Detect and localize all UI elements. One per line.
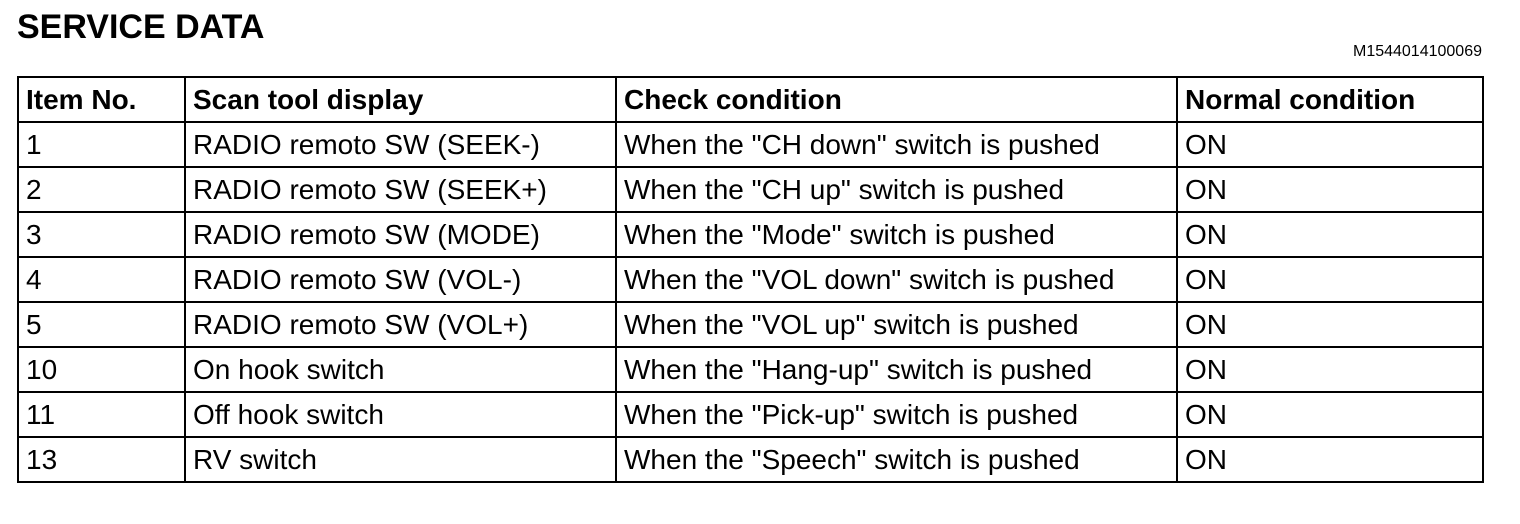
normal-condition-cell: ON	[1176, 346, 1484, 393]
item-no-cell: 11	[17, 391, 186, 438]
scan-tool-display-cell: RADIO remoto SW (SEEK-)	[184, 121, 617, 168]
normal-condition-cell: ON	[1176, 256, 1484, 303]
scan-tool-display-cell: RADIO remoto SW (MODE)	[184, 211, 617, 258]
scan-tool-display-cell: Off hook switch	[184, 391, 617, 438]
scan-tool-display-cell: RADIO remoto SW (VOL-)	[184, 256, 617, 303]
item-no-cell: 10	[17, 346, 186, 393]
table-header-row: Item No. Scan tool display Check conditi…	[17, 76, 1484, 123]
table-row: 3 RADIO remoto SW (MODE) When the "Mode"…	[17, 211, 1484, 258]
item-no-cell: 3	[17, 211, 186, 258]
table-row: 2 RADIO remoto SW (SEEK+) When the "CH u…	[17, 166, 1484, 213]
check-condition-cell: When the "VOL up" switch is pushed	[615, 301, 1178, 348]
check-condition-cell: When the "Hang-up" switch is pushed	[615, 346, 1178, 393]
check-condition-cell: When the "CH up" switch is pushed	[615, 166, 1178, 213]
check-condition-cell: When the "VOL down" switch is pushed	[615, 256, 1178, 303]
column-header-item-no: Item No.	[17, 76, 186, 123]
table-row: 10 On hook switch When the "Hang-up" swi…	[17, 346, 1484, 393]
normal-condition-cell: ON	[1176, 391, 1484, 438]
column-header-check-condition: Check condition	[615, 76, 1178, 123]
normal-condition-cell: ON	[1176, 301, 1484, 348]
normal-condition-cell: ON	[1176, 436, 1484, 483]
scan-tool-display-cell: RADIO remoto SW (VOL+)	[184, 301, 617, 348]
item-no-cell: 5	[17, 301, 186, 348]
normal-condition-cell: ON	[1176, 211, 1484, 258]
page-title: SERVICE DATA	[17, 8, 265, 46]
item-no-cell: 4	[17, 256, 186, 303]
service-data-table: Item No. Scan tool display Check conditi…	[17, 76, 1484, 483]
normal-condition-cell: ON	[1176, 166, 1484, 213]
normal-condition-cell: ON	[1176, 121, 1484, 168]
table-row: 1 RADIO remoto SW (SEEK-) When the "CH d…	[17, 121, 1484, 168]
table-row: 5 RADIO remoto SW (VOL+) When the "VOL u…	[17, 301, 1484, 348]
document-code: M1544014100069	[1352, 43, 1482, 60]
column-header-normal-condition: Normal condition	[1176, 76, 1484, 123]
scan-tool-display-cell: RV switch	[184, 436, 617, 483]
check-condition-cell: When the "Pick-up" switch is pushed	[615, 391, 1178, 438]
check-condition-cell: When the "Mode" switch is pushed	[615, 211, 1178, 258]
table-row: 4 RADIO remoto SW (VOL-) When the "VOL d…	[17, 256, 1484, 303]
check-condition-cell: When the "CH down" switch is pushed	[615, 121, 1178, 168]
scan-tool-display-cell: RADIO remoto SW (SEEK+)	[184, 166, 617, 213]
check-condition-cell: When the "Speech" switch is pushed	[615, 436, 1178, 483]
table-row: 11 Off hook switch When the "Pick-up" sw…	[17, 391, 1484, 438]
item-no-cell: 13	[17, 436, 186, 483]
table-row: 13 RV switch When the "Speech" switch is…	[17, 436, 1484, 483]
scan-tool-display-cell: On hook switch	[184, 346, 617, 393]
column-header-scan-tool-display: Scan tool display	[184, 76, 617, 123]
item-no-cell: 1	[17, 121, 186, 168]
item-no-cell: 2	[17, 166, 186, 213]
